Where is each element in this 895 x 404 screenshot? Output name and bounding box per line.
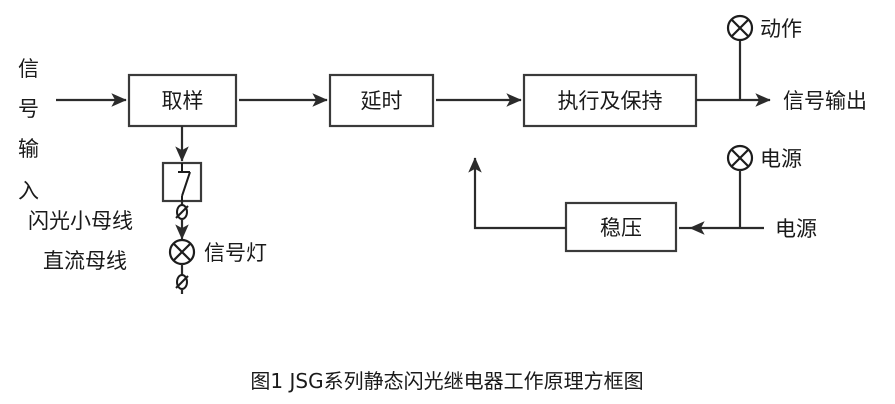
signal-lamp-label: 信号灯: [204, 241, 267, 265]
block-sampling-label: 取样: [162, 89, 204, 113]
block-voltage-regulator: 稳压: [564, 201, 678, 253]
power-lamp-cross-2: [730, 148, 750, 168]
power-lamp: 电源: [726, 144, 802, 172]
relay-contact-blade: [181, 171, 191, 197]
figure-caption: 图1 JSG系列静态闪光继电器工作原理方框图: [250, 369, 643, 393]
wire-regulator-feedback: [468, 157, 566, 230]
signal-input-label: 信 号 输 入: [18, 57, 39, 203]
block-execute-hold: 执行及保持: [522, 73, 698, 128]
dc-bus-label: 直流母线: [43, 249, 127, 273]
terminal-lamp-bottom: [175, 264, 189, 294]
power-input-label: 电源: [775, 217, 817, 241]
block-sampling: 取样: [127, 73, 238, 128]
action-lamp-label: 动作: [760, 17, 802, 41]
signal-output-label: 信号输出: [783, 89, 867, 113]
block-delay-label: 延时: [361, 89, 403, 113]
block-execute-hold-label: 执行及保持: [558, 89, 663, 113]
action-lamp: 动作: [726, 14, 802, 42]
block-voltage-regulator-rect: [564, 201, 678, 253]
terminal-slash-2: [175, 275, 189, 289]
power-lamp-label: 电源: [760, 147, 802, 171]
flash-bus-label: 闪光小母线: [28, 209, 133, 233]
input-char-2: 号: [18, 97, 39, 121]
input-char-1: 信: [18, 57, 39, 81]
block-voltage-regulator-label: 稳压: [600, 216, 642, 240]
input-char-3: 输: [18, 137, 39, 161]
action-lamp-cross-2: [730, 18, 750, 38]
input-char-4: 入: [18, 179, 39, 203]
terminal-slash-1: [175, 205, 189, 219]
block-execute-hold-rect: [522, 73, 698, 128]
terminal-contact-bottom: [175, 201, 189, 240]
relay-contact-symbol: [161, 161, 203, 203]
signal-lamp-cross-2: [172, 242, 192, 262]
block-delay-rect: [328, 73, 435, 128]
block-delay: 延时: [328, 73, 435, 128]
signal-lamp: 信号灯: [168, 238, 267, 266]
